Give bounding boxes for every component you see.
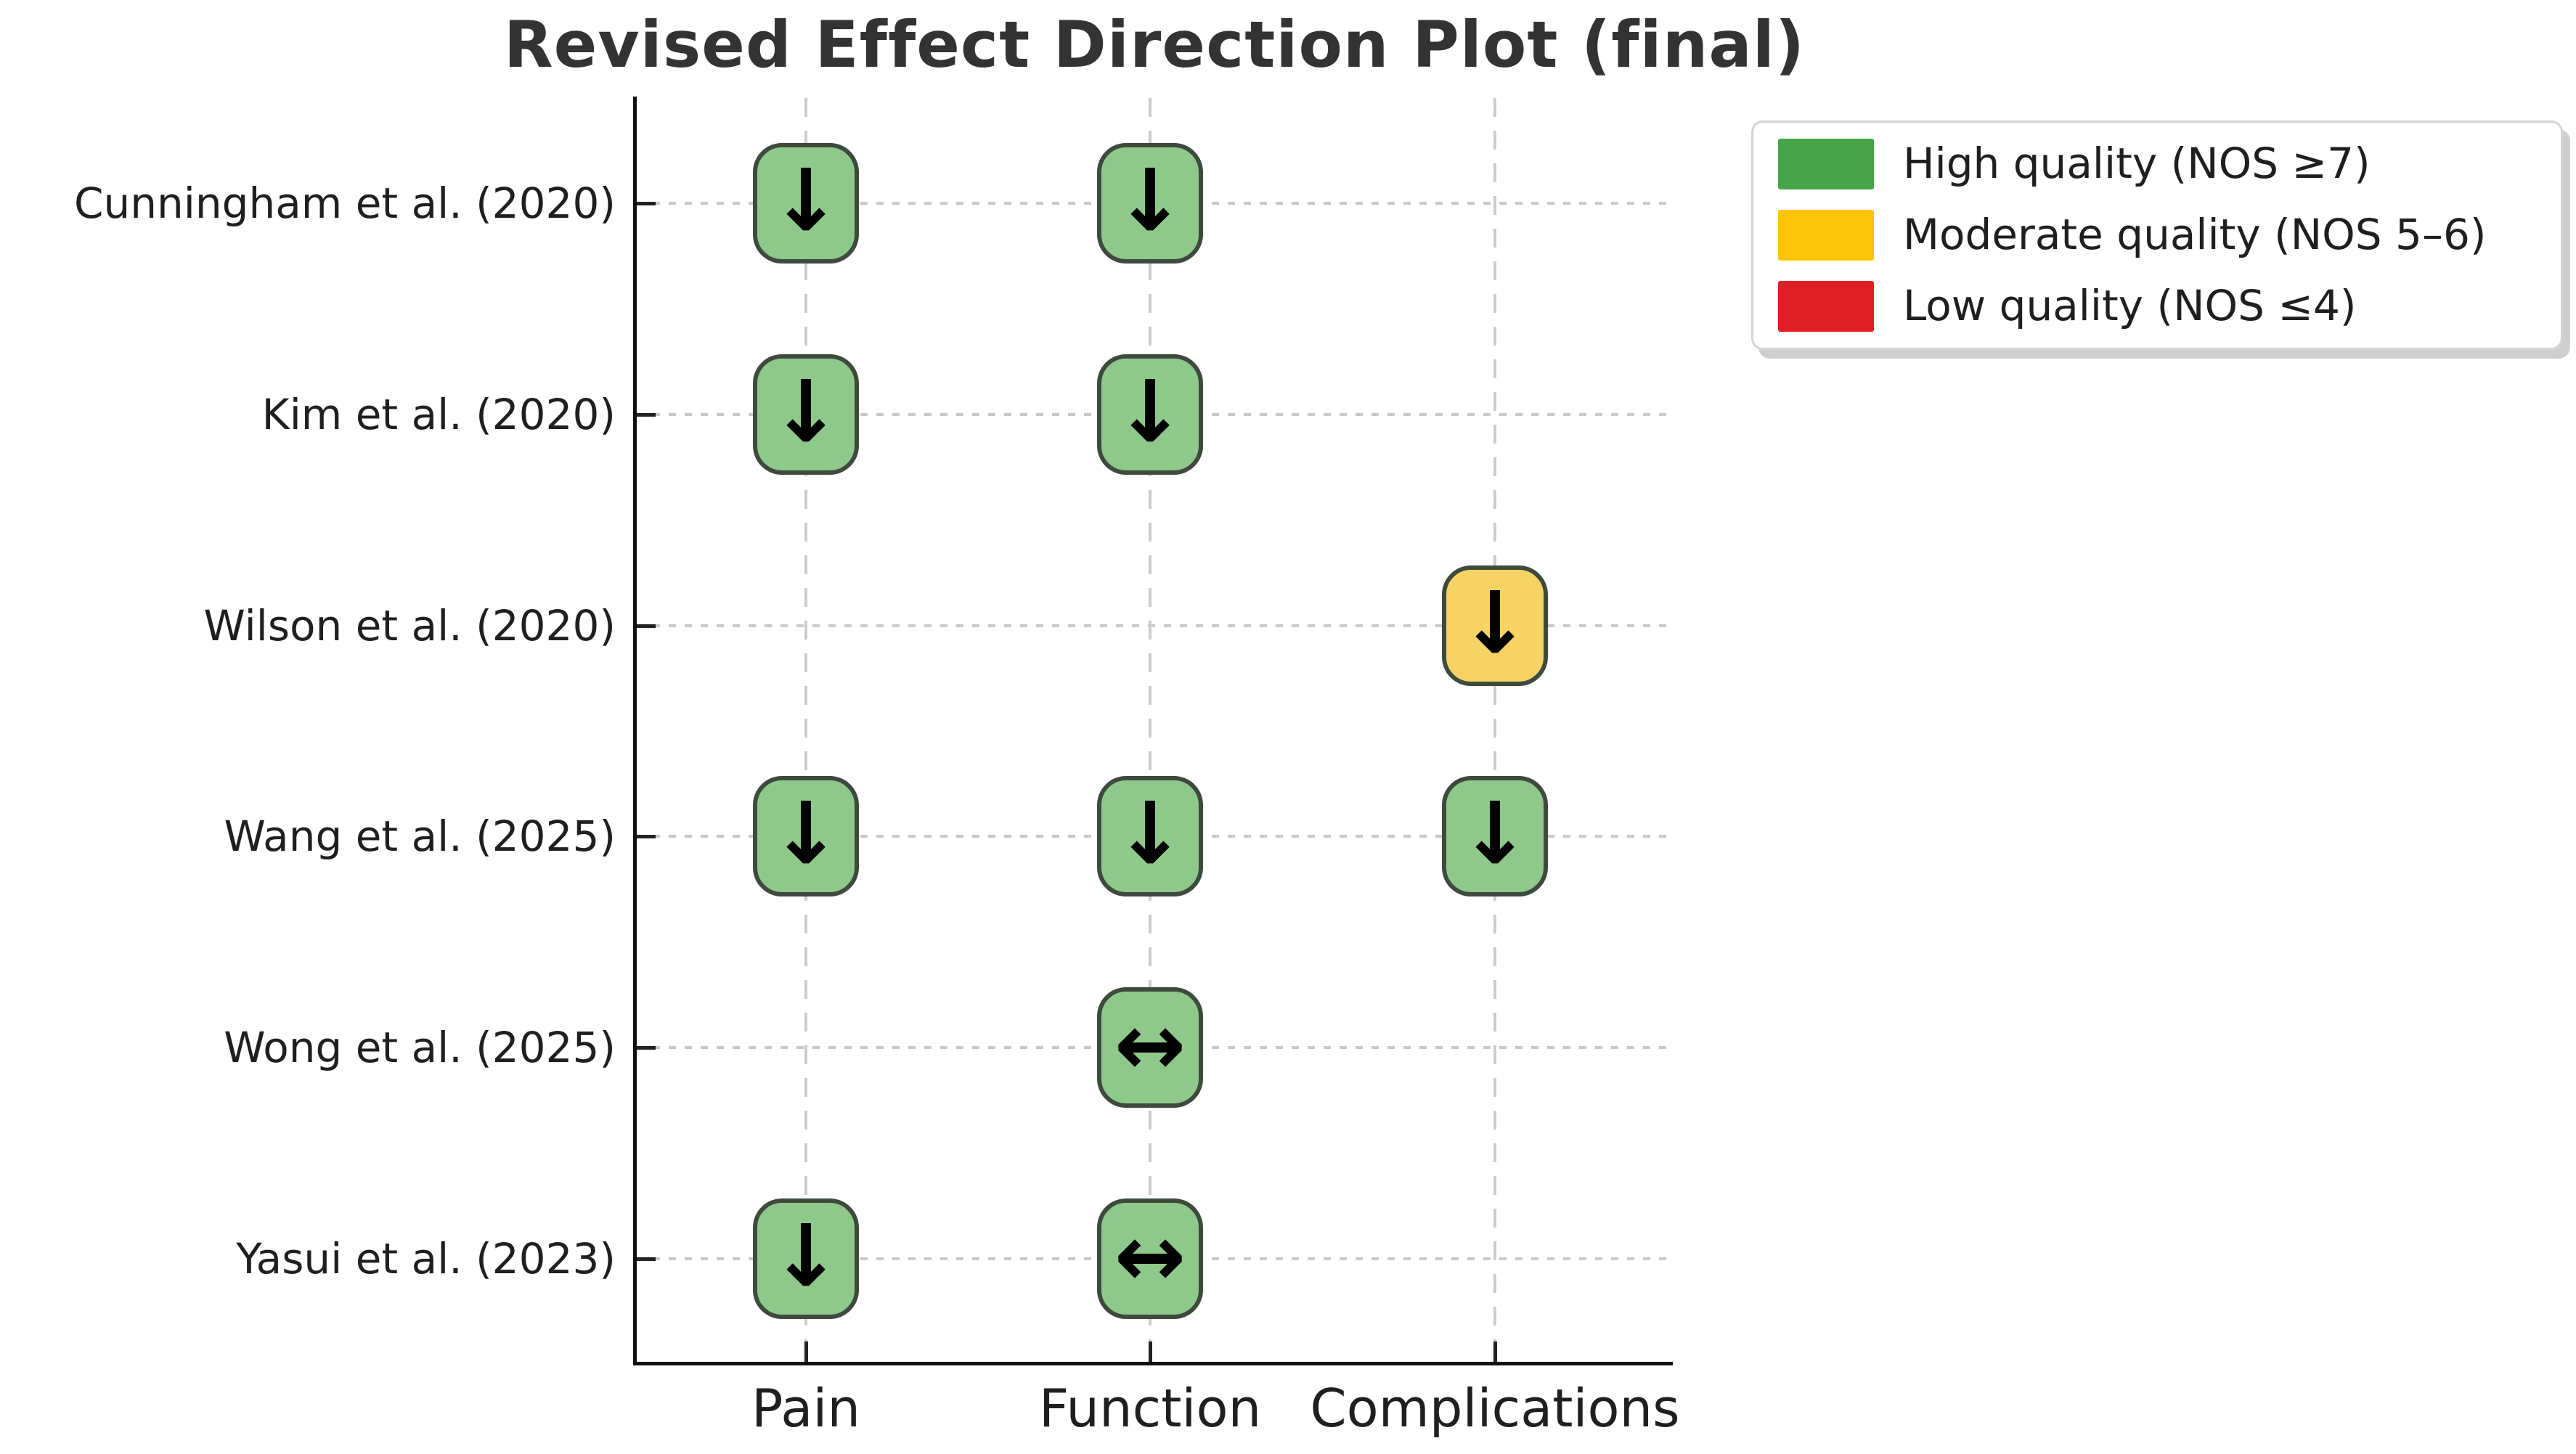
y-axis-label: Wang et al. (2025) — [224, 812, 616, 861]
down-arrow-icon: ↓ — [1459, 783, 1531, 883]
legend-swatch-high — [1778, 139, 1874, 189]
legend-label: Moderate quality (NOS 5–6) — [1903, 210, 2487, 260]
down-arrow-icon: ↓ — [770, 783, 842, 883]
x-axis-label: Complications — [1310, 1378, 1680, 1439]
grid-line-vertical — [804, 98, 807, 1362]
down-arrow-icon: ↓ — [1114, 362, 1186, 462]
legend-entry: Moderate quality (NOS 5–6) — [1778, 210, 2536, 261]
legend-entry: Low quality (NOS ≤4) — [1778, 281, 2536, 332]
x-axis-tick — [1149, 1341, 1152, 1362]
y-axis-label: Kim et al. (2020) — [261, 390, 616, 439]
effect-marker: ↓ — [1442, 776, 1548, 897]
x-axis-label: Pain — [751, 1378, 860, 1439]
y-axis-label: Yasui et al. (2023) — [236, 1234, 616, 1283]
grid-line-vertical — [1493, 98, 1496, 1362]
legend-label: Low quality (NOS ≤4) — [1903, 281, 2357, 331]
legend-swatch-low — [1778, 281, 1874, 332]
legend: High quality (NOS ≥7) Moderate quality (N… — [1751, 121, 2563, 350]
down-arrow-icon: ↓ — [770, 150, 842, 250]
grid-line-horizontal — [637, 624, 1671, 627]
chart-title: Revised Effect Direction Plot (final) — [503, 7, 1806, 82]
x-axis-spine — [633, 1362, 1673, 1365]
y-axis-label: Wilson et al. (2020) — [203, 601, 616, 650]
legend-label: High quality (NOS ≥7) — [1903, 139, 2371, 189]
legend-rows: High quality (NOS ≥7) Moderate quality (N… — [1778, 139, 2536, 332]
left-right-arrow-icon: ↔ — [1114, 1206, 1186, 1306]
y-axis-label: Cunningham et al. (2020) — [74, 179, 616, 228]
down-arrow-icon: ↓ — [1114, 150, 1186, 250]
legend-entry: High quality (NOS ≥7) — [1778, 139, 2536, 189]
legend-swatch-moderate — [1778, 210, 1874, 261]
down-arrow-icon: ↓ — [1114, 783, 1186, 883]
y-axis-tick — [637, 624, 656, 628]
effect-marker: ↓ — [753, 143, 859, 264]
y-axis-tick — [637, 202, 656, 205]
effect-marker: ↓ — [1097, 776, 1203, 897]
down-arrow-icon: ↓ — [770, 1206, 842, 1306]
effect-marker: ↔ — [1097, 1198, 1203, 1319]
effect-marker: ↓ — [1442, 565, 1548, 686]
x-axis-tick — [804, 1341, 808, 1362]
effect-marker: ↓ — [753, 1198, 859, 1319]
down-arrow-icon: ↓ — [1459, 573, 1531, 673]
y-axis-spine — [633, 97, 637, 1365]
x-axis-label: Function — [1038, 1378, 1262, 1439]
y-axis-tick — [637, 1257, 656, 1261]
x-axis-tick — [1493, 1341, 1497, 1362]
effect-marker: ↓ — [753, 354, 859, 475]
y-axis-tick — [637, 413, 656, 417]
y-axis-tick — [637, 835, 656, 838]
y-axis-label: Wong et al. (2025) — [224, 1023, 616, 1072]
grid-line-vertical — [1149, 98, 1152, 1362]
effect-marker: ↔ — [1097, 987, 1203, 1108]
left-right-arrow-icon: ↔ — [1114, 994, 1186, 1095]
down-arrow-icon: ↓ — [770, 362, 842, 462]
effect-marker: ↓ — [1097, 354, 1203, 475]
y-axis-tick — [637, 1046, 656, 1050]
effect-marker: ↓ — [1097, 143, 1203, 264]
effect-marker: ↓ — [753, 776, 859, 897]
